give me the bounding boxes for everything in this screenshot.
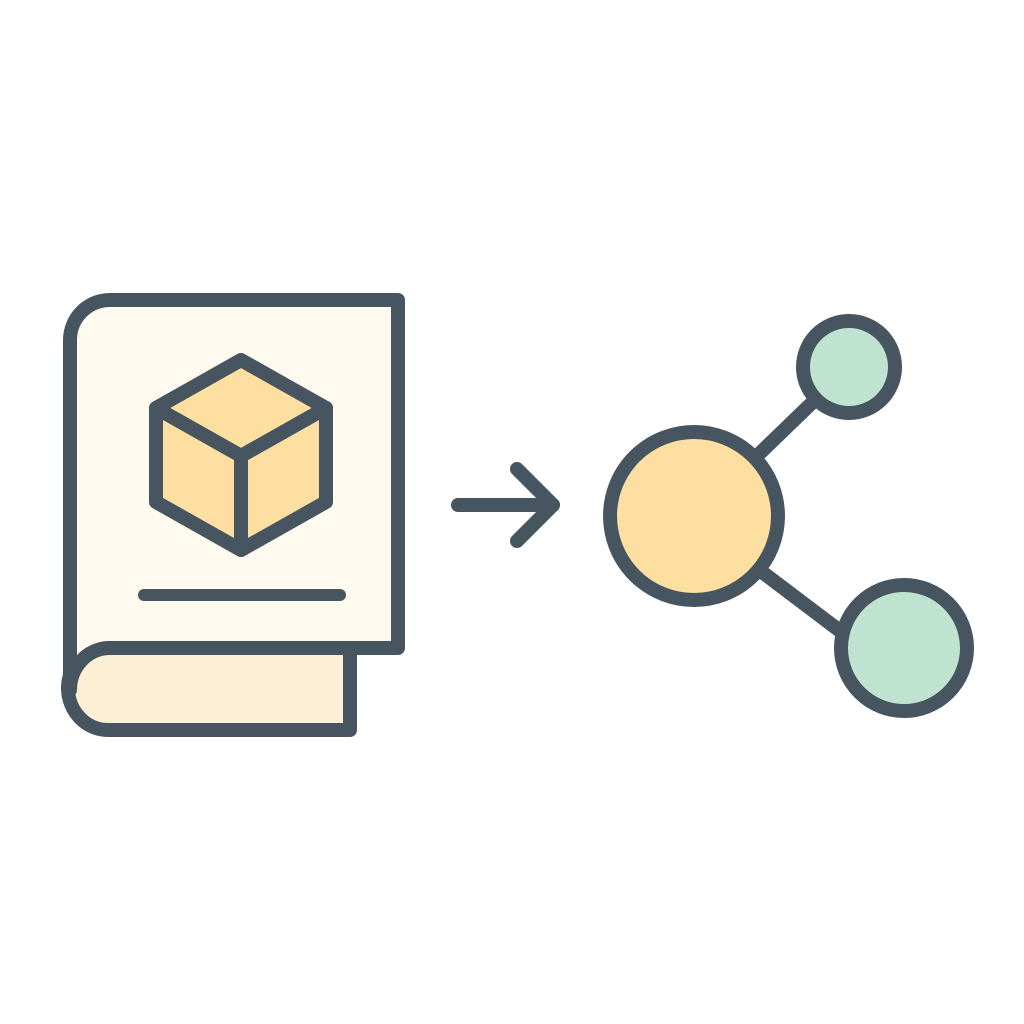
main-node — [603, 425, 785, 607]
top-node — [796, 314, 902, 420]
cube-icon — [149, 353, 333, 557]
book-with-cube-icon — [61, 293, 405, 737]
bottom-node — [834, 578, 974, 718]
cube-right-face — [234, 401, 333, 557]
connector-bottom — [755, 565, 851, 641]
book-pages — [61, 639, 357, 737]
arrow-right-icon — [451, 462, 560, 548]
connector-top — [751, 390, 825, 462]
share-nodes-icon — [603, 314, 974, 718]
